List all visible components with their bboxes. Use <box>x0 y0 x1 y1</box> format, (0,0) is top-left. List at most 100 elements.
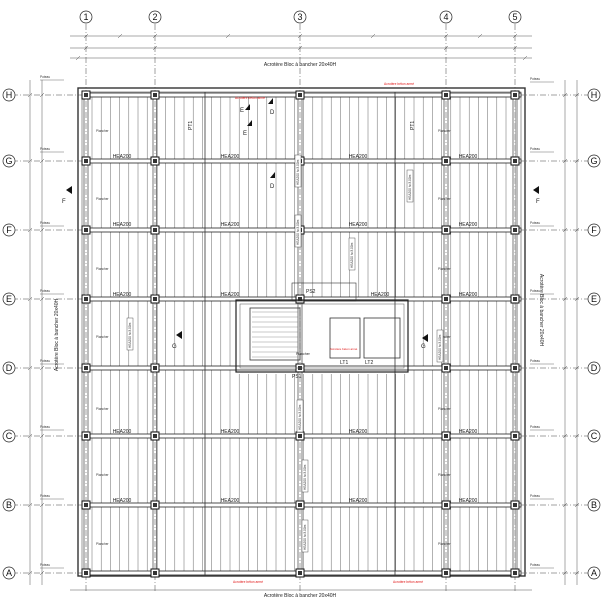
svg-text:3: 3 <box>297 12 302 22</box>
beam-label: HEA200 <box>349 429 368 435</box>
beam-label: HEA200 <box>221 429 240 435</box>
beam-label: HEA200 <box>221 154 240 160</box>
plancher-tag: Plancher <box>96 335 110 339</box>
poteau-tag: Poteau <box>530 425 554 431</box>
poteau-tag: Poteau <box>530 494 554 500</box>
poteau-tag: Poteau <box>530 147 554 153</box>
svg-text:B: B <box>6 500 12 510</box>
section-marker-d: D D <box>268 98 275 190</box>
svg-text:F: F <box>62 199 66 205</box>
plancher-tag: Plancher <box>96 407 110 411</box>
row-bubble-H-right: H <box>587 88 601 102</box>
svg-text:D: D <box>6 363 13 373</box>
poteau-tag: Poteau <box>530 563 554 569</box>
svg-text:Poteau: Poteau <box>40 425 50 429</box>
row-bubble-B-right: B <box>587 498 601 512</box>
plancher-label: Plancher <box>296 352 311 356</box>
svg-text:H: H <box>6 90 13 100</box>
row-bubble-A-left: A <box>2 566 16 580</box>
plancher-tag: Plancher <box>438 542 452 546</box>
lt1-label: LT1 <box>340 360 348 366</box>
beam-label: HEA200 <box>113 154 132 160</box>
plancher-tag: Plancher <box>96 542 110 546</box>
column-bubble-3: 3 <box>293 10 307 24</box>
row-bubble-F-left: F <box>2 223 16 237</box>
column-tag-box: HEA200 h=3.00m <box>296 399 304 433</box>
svg-text:HEA200 h=3.00m: HEA200 h=3.00m <box>303 464 307 490</box>
svg-text:HEA200 h=3.00m: HEA200 h=3.00m <box>298 404 302 430</box>
svg-text:A: A <box>6 568 12 578</box>
beam-label: HEA200 <box>113 222 132 228</box>
column-tag-box: HEA200 h=3.00m <box>406 169 414 203</box>
svg-text:Poteau: Poteau <box>40 147 50 151</box>
poteau-tag: Poteau <box>40 147 64 153</box>
svg-text:Poteau: Poteau <box>530 289 540 293</box>
poteau-tag: Poteau <box>40 359 64 365</box>
beam-label: HEA200 <box>459 498 478 504</box>
svg-text:D: D <box>591 363 598 373</box>
beam-label: HEA200 <box>113 292 132 298</box>
svg-text:Poteau: Poteau <box>530 563 540 567</box>
row-bubble-H-left: H <box>2 88 16 102</box>
column-bubble-5: 5 <box>508 10 522 24</box>
stair-core: PS2 PS1 LT1 LT2 Plancher Acrotère béton … <box>235 282 409 380</box>
svg-text:Poteau: Poteau <box>40 221 50 225</box>
row-bubble-E-right: E <box>587 292 601 306</box>
poteau-tag: Poteau <box>530 77 554 83</box>
svg-text:B: B <box>591 500 597 510</box>
svg-text:E: E <box>591 294 597 304</box>
column-tag-box: HEA200 h=3.00m <box>301 519 309 553</box>
plancher-tag: Plancher <box>438 407 452 411</box>
beam-label: HEA200 <box>221 292 240 298</box>
plancher-tag: Plancher <box>96 473 110 477</box>
red-note-bottom-1: Acrotère béton armé <box>233 580 263 584</box>
poteau-tag: Poteau <box>530 289 554 295</box>
poteau-tag: Poteau <box>40 494 64 500</box>
columns <box>81 90 520 578</box>
row-bubble-F-right: F <box>587 223 601 237</box>
row-bubble-D-left: D <box>2 361 16 375</box>
svg-text:E: E <box>240 108 244 114</box>
svg-text:HEA200 h=3.00m: HEA200 h=3.00m <box>438 334 442 360</box>
plancher-tag: Plancher <box>438 129 452 133</box>
plancher-tag: Plancher <box>96 267 110 271</box>
svg-text:G: G <box>421 344 426 350</box>
svg-text:1: 1 <box>83 12 88 22</box>
svg-text:HEA200 h=3.00m: HEA200 h=3.00m <box>408 174 412 200</box>
floor-joists <box>91 95 516 573</box>
lt2-label: LT2 <box>365 360 373 366</box>
section-marker-f: F F <box>62 186 540 205</box>
poteau-tag: Poteau <box>40 75 64 81</box>
beam-label: HEA200 <box>459 154 478 160</box>
svg-text:G: G <box>5 156 12 166</box>
poteau-tag: Poteau <box>530 221 554 227</box>
svg-text:5: 5 <box>512 12 517 22</box>
svg-text:Poteau: Poteau <box>40 494 50 498</box>
ps1-label: PS1 <box>292 374 302 380</box>
svg-text:Poteau: Poteau <box>40 75 50 79</box>
column-bubble-4: 4 <box>439 10 453 24</box>
svg-text:Poteau: Poteau <box>40 563 50 567</box>
poteau-tag: Poteau <box>40 221 64 227</box>
svg-text:F: F <box>591 225 597 235</box>
row-bubble-A-right: A <box>587 566 601 580</box>
svg-text:Poteau: Poteau <box>40 289 50 293</box>
plancher-tag: Plancher <box>438 267 452 271</box>
beam-label: HEA200 <box>113 498 132 504</box>
core-red-note: Acrotère béton armé <box>330 347 358 351</box>
svg-text:Poteau: Poteau <box>40 359 50 363</box>
beam-label: HEA200 <box>459 222 478 228</box>
beam-label: HEA200 <box>113 429 132 435</box>
svg-text:E: E <box>6 294 12 304</box>
svg-text:2: 2 <box>152 12 157 22</box>
row-bubble-G-left: G <box>2 154 16 168</box>
svg-text:HEA200 h=3.00m: HEA200 h=3.00m <box>350 242 354 268</box>
plancher-tag: Plancher <box>438 335 452 339</box>
plancher-tag: Plancher <box>96 197 110 201</box>
column-bubble-1: 1 <box>79 10 93 24</box>
poteau-tag: Poteau <box>40 289 64 295</box>
column-tag-box: HEA200 h=3.00m <box>294 214 302 248</box>
column-tag-box: HEA200 h=3.00m <box>294 154 302 188</box>
beam-label: HEA200 <box>349 498 368 504</box>
